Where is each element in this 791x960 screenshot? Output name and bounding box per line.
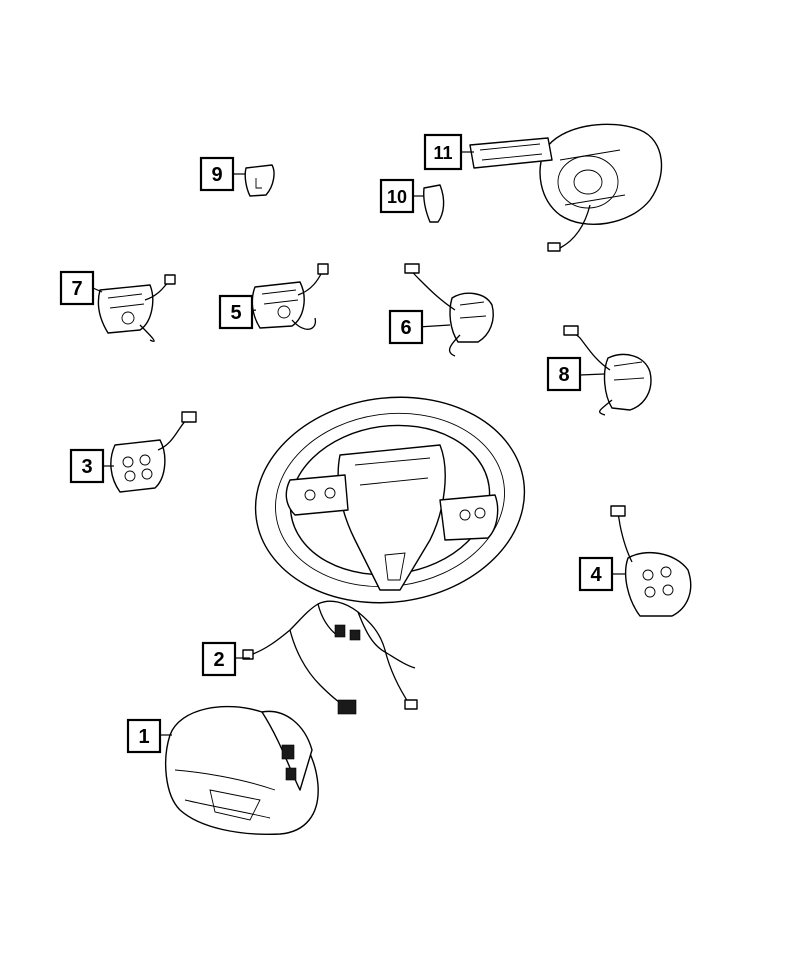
callout-box (126, 718, 162, 754)
callout-6[interactable]: 6 (388, 309, 424, 345)
callout-10[interactable]: 10 (379, 178, 415, 214)
callout-box (578, 556, 614, 592)
callout-3[interactable]: 3 (69, 448, 105, 484)
callout-box (69, 448, 105, 484)
part-1-airbag-module[interactable] (165, 705, 319, 835)
part-2-wiring-harness[interactable] (242, 600, 418, 715)
part-8-paddle-switch[interactable] (563, 325, 652, 416)
callout-4[interactable]: 4 (578, 556, 614, 592)
part-11-clockspring[interactable] (469, 123, 663, 252)
callout-5[interactable]: 5 (218, 294, 254, 330)
callout-1[interactable]: 1 (126, 718, 162, 754)
callout-number: 5 (230, 302, 241, 324)
callout-box (388, 309, 424, 345)
callout-2[interactable]: 2 (201, 641, 237, 677)
callout-number: 10 (387, 187, 407, 207)
callout-number: 2 (213, 649, 224, 671)
callout-box (59, 270, 95, 306)
steering-wheel (254, 396, 526, 604)
callout-9[interactable]: 9 (199, 156, 235, 192)
callout-box (199, 156, 235, 192)
part-5-switch[interactable] (251, 263, 329, 330)
callout-number: 11 (433, 143, 452, 163)
callout-number: 1 (138, 726, 149, 748)
callout-box (423, 133, 463, 171)
part-6-paddle-switch[interactable] (404, 263, 494, 357)
callout-number: 8 (558, 364, 569, 386)
part-7-switch[interactable] (97, 274, 176, 342)
callout-box (201, 641, 237, 677)
callout-labels: 1 2 3 4 5 6 7 8 9 10 11 (59, 133, 614, 754)
callout-number: 6 (400, 317, 411, 339)
callout-box (218, 294, 254, 330)
part-4-wheel-switch[interactable] (610, 505, 692, 617)
callout-number: 3 (81, 456, 92, 478)
callout-8[interactable]: 8 (546, 356, 582, 392)
callout-box (379, 178, 415, 214)
callout-number: 7 (71, 278, 82, 300)
callout-11[interactable]: 11 (423, 133, 463, 171)
part-3-wheel-switch[interactable] (110, 411, 197, 493)
part-9-paddle-cover[interactable] (244, 164, 275, 197)
callout-box (546, 356, 582, 392)
callout-7[interactable]: 7 (59, 270, 95, 306)
part-10-trim-piece[interactable] (423, 184, 445, 223)
callout-number: 4 (590, 564, 602, 586)
callout-number: 9 (211, 164, 222, 186)
